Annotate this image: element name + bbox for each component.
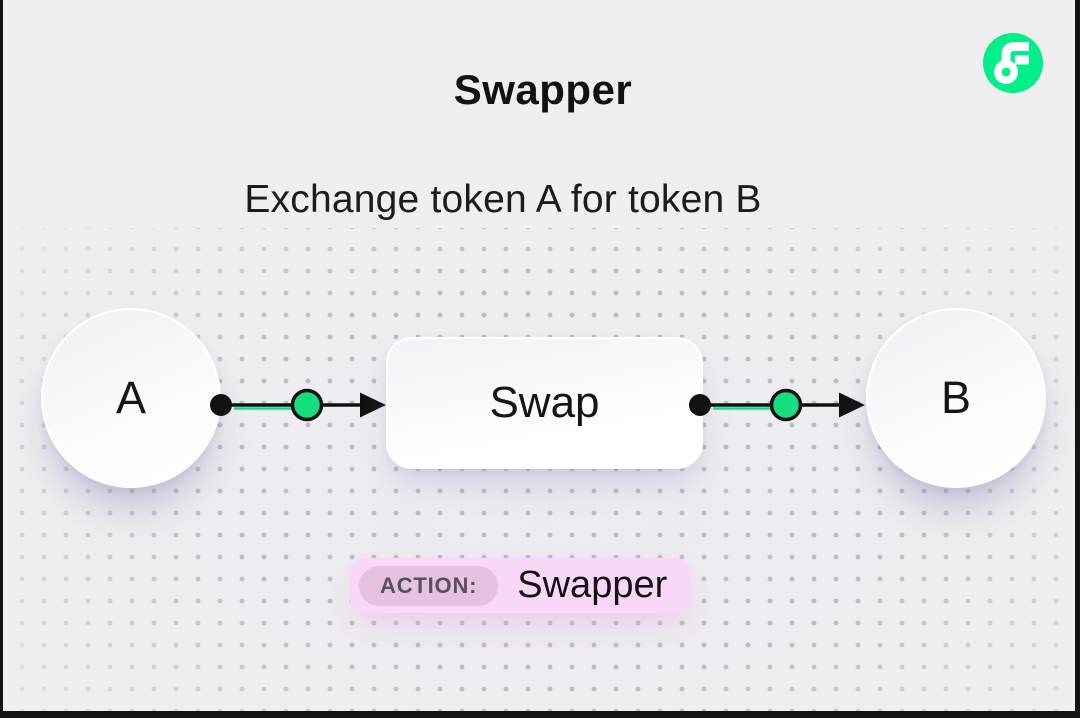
flow-logo-icon	[983, 33, 1043, 93]
page-title: Swapper	[453, 66, 633, 113]
diagram-canvas: Swapper Exchange token A for token B A S…	[3, 0, 1075, 711]
action-badge: ACTION: Swapper	[350, 558, 692, 613]
connector-transfer-dot	[769, 388, 803, 422]
page-subtitle: Exchange token A for token B	[244, 178, 762, 221]
connector-transfer-dot	[290, 388, 324, 422]
arrowhead-icon	[360, 392, 386, 418]
node-token-a-label: A	[115, 372, 146, 423]
action-badge-value: Swapper	[517, 564, 668, 606]
node-token-b-label: B	[940, 372, 971, 423]
flow-logo-svg	[983, 33, 1043, 93]
connector-swap-to-b	[689, 388, 865, 422]
connector-a-to-swap	[210, 388, 386, 422]
node-token-b: B	[866, 308, 1046, 488]
node-swap-label: Swap	[489, 378, 600, 427]
node-token-a: A	[41, 308, 221, 488]
action-badge-label: ACTION:	[359, 565, 499, 606]
arrowhead-icon	[839, 392, 865, 418]
node-swap-action: Swap	[386, 337, 703, 469]
